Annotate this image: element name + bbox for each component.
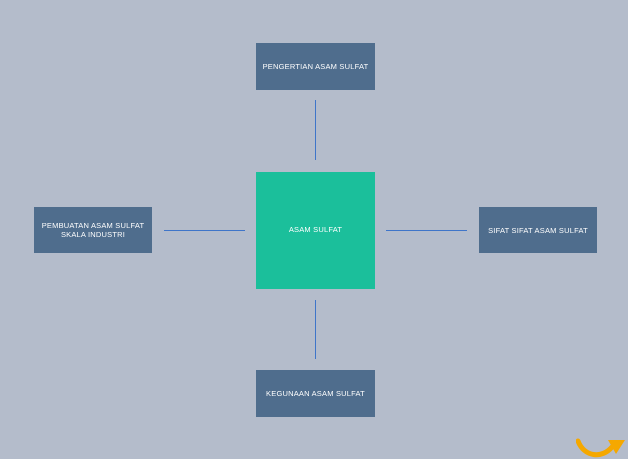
node-pembuatan-label: PEMBUATAN ASAM SULFAT SKALA INDUSTRI xyxy=(41,221,145,239)
node-kegunaan-label: KEGUNAAN ASAM SULFAT xyxy=(266,389,365,398)
node-pengertian[interactable]: PENGERTIAN ASAM SULFAT xyxy=(256,43,375,90)
node-sifat[interactable]: SIFAT SIFAT ASAM SULFAT xyxy=(479,207,597,253)
node-sifat-label: SIFAT SIFAT ASAM SULFAT xyxy=(488,225,588,235)
connector-left xyxy=(164,230,245,231)
node-asam-sulfat-label: ASAM SULFAT xyxy=(288,225,343,234)
connector-right xyxy=(386,230,467,231)
connector-top xyxy=(315,100,316,160)
node-asam-sulfat[interactable]: ASAM SULFAT xyxy=(256,172,625,458)
node-pengertian-label: PENGERTIAN ASAM SULFAT xyxy=(262,62,369,71)
node-pembuatan[interactable]: PEMBUATAN ASAM SULFAT SKALA INDUSTRI xyxy=(34,207,152,253)
connector-bottom xyxy=(315,300,316,359)
curved-arrow-icon xyxy=(576,438,625,458)
node-kegunaan[interactable]: KEGUNAAN ASAM SULFAT xyxy=(256,370,375,417)
